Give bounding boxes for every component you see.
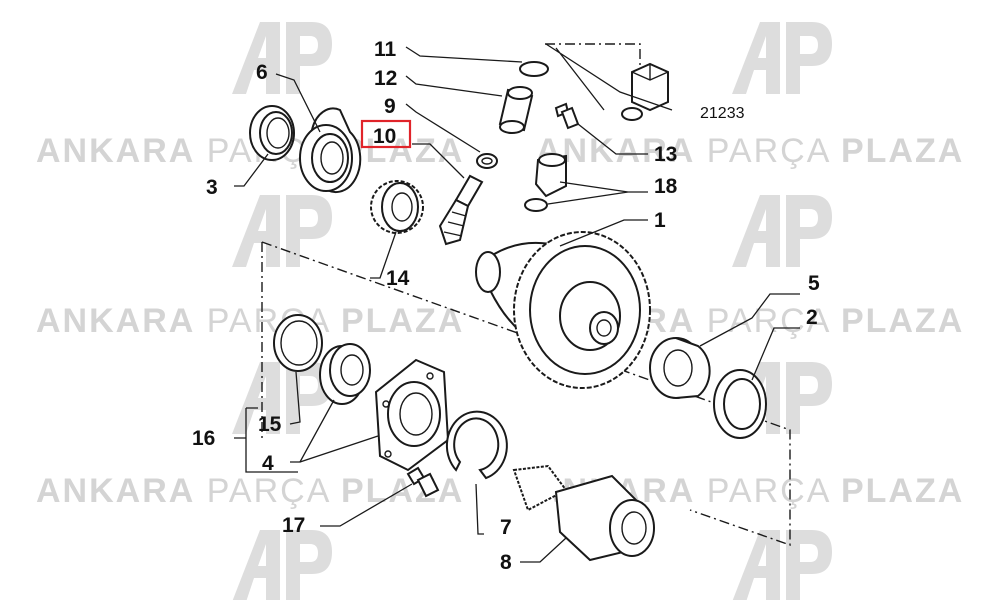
callout-13[interactable]: 13	[654, 143, 677, 166]
part-6-bearing	[299, 107, 362, 194]
callout-8[interactable]: 8	[500, 551, 512, 574]
watermark-logo	[232, 22, 332, 94]
part-1-differential	[475, 231, 651, 389]
callout-7[interactable]: 7	[500, 516, 512, 539]
callout-17[interactable]: 17	[282, 514, 305, 537]
callout-15[interactable]: 15	[258, 413, 282, 436]
watermark-logo	[732, 195, 832, 267]
watermark-row: ANKARA PARÇA PLAZA	[36, 302, 464, 340]
watermark-logo	[232, 362, 332, 434]
part-3-seal	[249, 105, 295, 161]
part-21233-hex-sleeve	[621, 62, 669, 121]
callout-3[interactable]: 3	[206, 176, 218, 199]
part-12-bushing	[498, 86, 534, 134]
watermark-logo	[732, 530, 832, 600]
watermark-text: ANKARA PARÇA PLAZA ANKARA PARÇA PLAZA AN…	[36, 132, 964, 510]
part-9-ring	[476, 153, 498, 169]
watermark-row: ANKARA PARÇA PLAZA	[36, 472, 464, 510]
callout-6[interactable]: 6	[256, 61, 268, 84]
part-8-output-shaft	[512, 464, 655, 562]
callout-1[interactable]: 1	[654, 209, 666, 232]
callout-11[interactable]: 11	[374, 38, 397, 61]
callout-16[interactable]: 16	[192, 427, 215, 450]
part-18-sensor-plug	[524, 153, 567, 212]
part-7-snap-ring	[445, 410, 508, 480]
watermark-row: ANKARA PARÇA PLAZA	[36, 132, 464, 170]
part-15-ring	[273, 314, 323, 372]
flange-plate	[374, 358, 450, 472]
watermark-row: ANKARA PARÇA PLAZA	[536, 132, 964, 170]
part-11-oring	[519, 61, 549, 77]
watermark-logo	[232, 530, 332, 600]
callout-21233[interactable]: 21233	[700, 105, 745, 122]
part-2-seal	[713, 369, 767, 439]
part-5-bearing	[649, 337, 711, 399]
callout-12[interactable]: 12	[374, 67, 397, 90]
callout-9[interactable]: 9	[384, 95, 396, 118]
top-assembly-outline	[545, 43, 641, 70]
callout-18[interactable]: 18	[654, 175, 678, 198]
part-13-bolt	[554, 102, 580, 130]
callout-5[interactable]: 5	[808, 272, 820, 295]
watermark-logo	[732, 22, 832, 94]
leader-lines	[234, 43, 800, 563]
callout-2[interactable]: 2	[806, 306, 818, 329]
callout-4[interactable]: 4	[262, 452, 274, 475]
part-17-bolt	[406, 466, 440, 498]
callout-10[interactable]: 10	[373, 125, 396, 148]
highlight-box-part-10	[360, 119, 412, 149]
part-10-pinion-shaft	[438, 174, 484, 246]
part-14-gear	[370, 180, 424, 234]
callout-14[interactable]: 14	[386, 267, 410, 290]
callout-labels: 11 12 9 10 6 3 14 21233 13 18 1 5 2 15 1…	[192, 38, 820, 574]
watermark-logo	[232, 195, 332, 267]
part-4-bearing	[319, 343, 371, 405]
